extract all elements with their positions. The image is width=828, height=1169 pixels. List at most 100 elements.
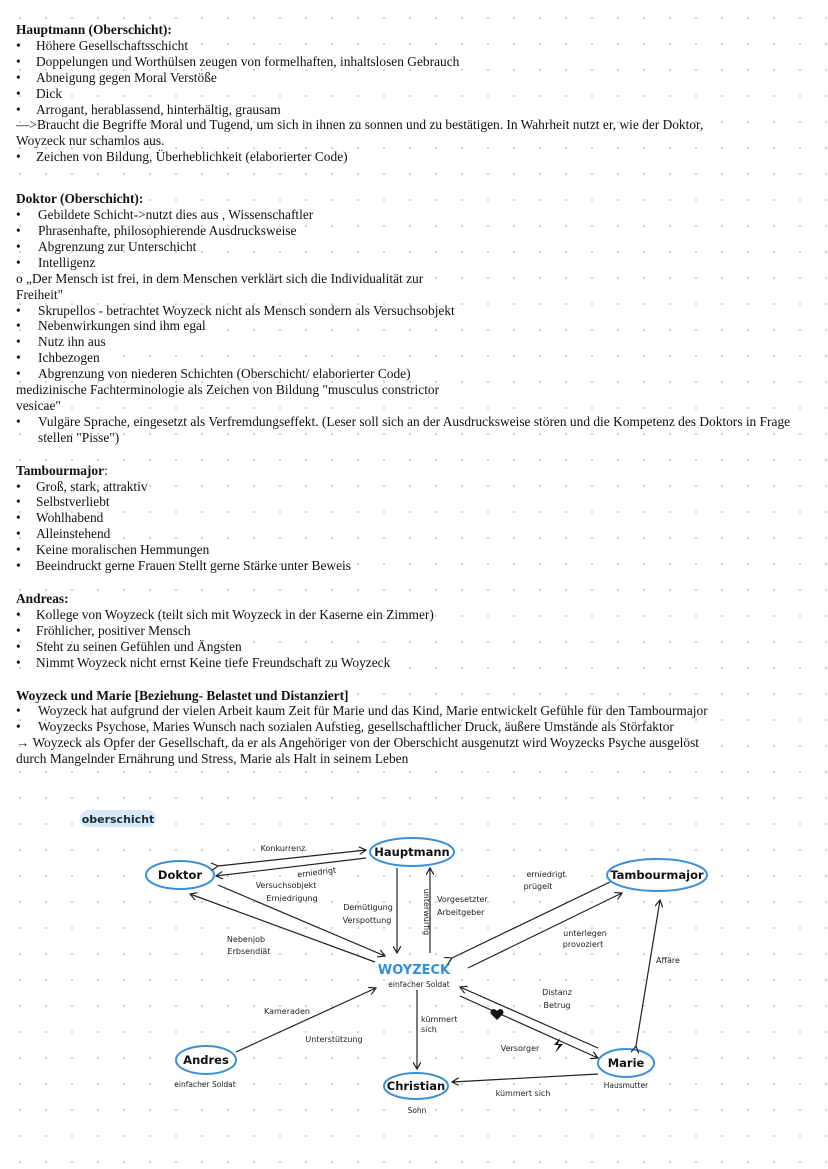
edge-marie-tambourmajor-affaere <box>636 900 660 1046</box>
label-kuemmert-1: kümmert <box>421 1015 457 1024</box>
woyzeck-node-label: WOYZECK <box>378 963 451 978</box>
woyzeck-marie-section: Woyzeck und Marie [Beziehung- Belastet u… <box>16 688 816 768</box>
quote: Freiheit" <box>16 286 64 302</box>
paragraph: medizinische Fachterminologie als Zeiche… <box>16 382 440 398</box>
marie-node-label: Marie <box>608 1056 645 1070</box>
edge-tambourmajor-to-woyzeck <box>452 881 611 958</box>
list-item: Selbstverliebt <box>16 494 816 510</box>
label-unterstuetzung: Unterstützung <box>305 1035 362 1044</box>
andreas-section: Andreas: Kollege von Woyzeck (teilt sich… <box>16 591 816 671</box>
list-item: Abneigung gegen Moral Verstöße <box>16 70 816 86</box>
list-item: Keine moralischen Hemmungen <box>16 542 816 558</box>
hauptmann-heading: Hauptmann (Oberschicht): <box>16 22 172 37</box>
quote: o „Der Mensch ist frei, in dem Menschen … <box>16 270 424 286</box>
list-item: Höhere Gesellschaftsschicht <box>16 38 816 54</box>
list-item: Steht zu seinen Gefühlen und Ängsten <box>16 639 816 655</box>
tambourmajor-section: Tambourmajor: Groß, stark, attraktiv Sel… <box>16 463 816 574</box>
tambourmajor-node <box>606 858 708 892</box>
label-pruegelt: prügelt <box>524 882 553 891</box>
edge-marie-to-woyzeck <box>460 987 599 1049</box>
label-konkurrenz: Konkurrenz <box>261 844 306 853</box>
list-item: Groß, stark, attraktiv <box>16 479 816 495</box>
list-item: Alleinstehend <box>16 526 816 542</box>
list-item: Woyzecks Psychose, Maries Wunsch nach so… <box>16 719 816 735</box>
notes-text: Hauptmann (Oberschicht): Höhere Gesellsc… <box>16 22 816 767</box>
edge-doktor-to-woyzeck <box>217 884 385 956</box>
paragraph: → Woyzeck als Opfer der Gesellschaft, da… <box>16 735 700 751</box>
paragraph: Woyzeck nur schamlos aus. <box>16 133 165 149</box>
label-affaere: Affäre <box>656 956 680 965</box>
woyzeck-sub-label: einfacher Soldat <box>388 980 449 989</box>
label-unterlegen: unterlegen <box>563 929 607 938</box>
label-erniedrigung: Erniedrigung <box>266 894 317 903</box>
list-item: Doppelungen und Worthülsen zeugen von fo… <box>16 54 816 70</box>
edge-hauptmann-erniedrigt-doktor <box>216 857 367 876</box>
list-item: Nebenwirkungen sind ihm egal <box>16 318 816 334</box>
paragraph: —>Braucht die Begriffe Moral und Tugend,… <box>16 117 704 133</box>
paragraph: vesicae" <box>16 397 61 413</box>
label-verspottung: Verspottung <box>343 916 392 925</box>
label-kameraden: Kameraden <box>264 1007 310 1016</box>
list-item: Abgrenzung zur Unterschicht <box>16 239 816 255</box>
edge-woyzeck-to-tambourmajor <box>467 893 622 969</box>
edge-doktor-hauptmann-konkurrenz <box>218 850 366 866</box>
marie-sub-label: Hausmutter <box>604 1081 649 1090</box>
list-item: Intelligenz <box>16 255 816 271</box>
label-kuemmert-sich: kümmert sich <box>496 1089 551 1098</box>
label-versuchsobjekt: Versuchsobjekt <box>256 881 317 890</box>
hauptmann-section: Hauptmann (Oberschicht): Höhere Gesellsc… <box>16 22 816 165</box>
label-vorgesetzter: Vorgesetzter <box>437 895 488 904</box>
edge-woyzeck-to-doktor <box>190 894 376 963</box>
list-item: Dick <box>16 86 816 102</box>
list-item: Nutz ihn aus <box>16 334 816 350</box>
label-erniedrigt-1: erniedrigt <box>297 866 337 880</box>
label-kuemmert-2: sich <box>421 1025 437 1034</box>
label-distanz: Distanz <box>542 988 572 997</box>
label-provoziert: provoziert <box>563 940 603 949</box>
list-item: Woyzeck hat aufgrund der vielen Arbeit k… <box>16 703 816 719</box>
doktor-heading: Doktor (Oberschicht): <box>16 191 144 207</box>
doktor-node <box>145 860 215 890</box>
list-item: Abgrenzung von niederen Schichten (Obers… <box>16 366 816 382</box>
christian-sub-label: Sohn <box>408 1106 427 1115</box>
edge-marie-to-christian <box>452 1073 599 1082</box>
doktor-node-label: Doktor <box>158 868 202 882</box>
doktor-section: Doktor (Oberschicht): Gebildete Schicht-… <box>16 191 816 446</box>
tambourmajor-heading: Tambourmajor: <box>16 462 108 478</box>
oberschicht-tag: oberschicht <box>80 810 156 827</box>
christian-node-label: Christian <box>387 1079 445 1093</box>
oberschicht-label: oberschicht <box>82 813 155 826</box>
list-item: Beeindruckt gerne Frauen Stellt gerne St… <box>16 558 816 574</box>
hauptmann-node <box>369 837 455 867</box>
character-relationship-diagram: oberschicht Doktor Hauptmann Tambourmajo… <box>80 810 708 1115</box>
list-item: Fröhlicher, positiver Mensch <box>16 623 816 639</box>
list-item: Ichbezogen <box>16 350 816 366</box>
andreas-heading: Andreas: <box>16 591 69 606</box>
label-erniedrigt-2: erniedrigt <box>526 870 565 879</box>
list-item: Zeichen von Bildung, Überheblichkeit (el… <box>16 149 816 165</box>
label-betrug: Betrug <box>544 1001 571 1010</box>
paragraph: durch Mangelnder Ernährung und Stress, M… <box>16 751 409 767</box>
label-arbeitgeber: Arbeitgeber <box>437 908 485 917</box>
lightning-icon <box>554 1038 563 1053</box>
list-item: Wohlhabend <box>16 510 816 526</box>
oberschicht-tag-bg <box>80 810 156 827</box>
andres-node-label: Andres <box>183 1053 229 1067</box>
list-item: Kollege von Woyzeck (teilt sich mit Woyz… <box>16 607 816 623</box>
list-item: Skrupellos - betrachtet Woyzeck nicht al… <box>16 303 816 319</box>
label-versorger: Versorger <box>501 1044 540 1053</box>
andres-node <box>175 1045 237 1075</box>
andres-sub-label: einfacher Soldat <box>174 1080 235 1089</box>
marie-node <box>597 1048 655 1078</box>
hauptmann-node-label: Hauptmann <box>374 845 449 859</box>
heart-icon <box>490 1009 504 1020</box>
list-item: Gebildete Schicht->nutzt dies aus , Wiss… <box>16 207 816 223</box>
label-nebenjob: Nebenjob <box>227 935 265 944</box>
edge-andres-to-woyzeck <box>235 988 376 1053</box>
list-item: Vulgäre Sprache, eingesetzt als Verfremd… <box>16 414 816 446</box>
label-unterwuerfig: unterwürfig <box>422 889 431 936</box>
list-item: Arrogant, herablassend, hinterhältig, gr… <box>16 102 816 118</box>
label-erbsendiaet: Erbsendiät <box>228 947 271 956</box>
list-item: Nimmt Woyzeck nicht ernst Keine tiefe Fr… <box>16 655 816 671</box>
tambourmajor-node-label: Tambourmajor <box>610 868 704 882</box>
